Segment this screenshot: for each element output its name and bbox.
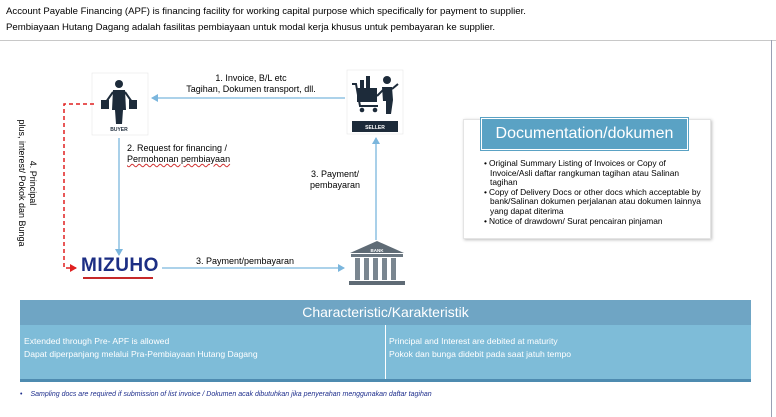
step1-line-indonesian: Tagihan, Dokumen transport, dll.	[186, 84, 316, 94]
characteristic-left-panel: Extended through Pre- APF is allowed Dap…	[20, 325, 385, 379]
characteristic-right-line-indonesian: Pokok dan bunga didebit pada saat jatuh …	[389, 348, 572, 359]
footnote-bullet: •	[20, 391, 23, 398]
step2-line-english: 2. Request for financing /	[127, 143, 228, 153]
arrow-principal-buyer-to-mizuho	[63, 103, 94, 272]
documentation-item: Notice of drawdown/ Surat pencairan pinj…	[482, 216, 704, 227]
header-line-indonesian: Pembiayaan Hutang Dagang adalah fasilita…	[6, 22, 496, 33]
seller-icon: SELLER	[346, 69, 404, 135]
slide-frame-edge	[771, 40, 772, 417]
seller-label: SELLER	[365, 125, 385, 131]
footnote-text: Sampling docs are required if submission…	[30, 391, 432, 398]
characteristic-left-line-indonesian: Dapat diperpanjang melalui Pra-Pembiayaa…	[24, 348, 258, 359]
bank-icon: BANK	[349, 241, 405, 285]
documentation-title: Documentation/dokumen	[481, 118, 688, 150]
step4-line-indonesian: plus, interest/ Pokok dan Bunga	[17, 119, 27, 247]
documentation-item: Original Summary Listing of Invoices or …	[482, 158, 704, 188]
step4-line-english: 4. Principal	[28, 160, 38, 206]
buyer-icon: BUYER	[91, 72, 149, 136]
mizuho-logo-underline	[83, 277, 153, 279]
header-line-english: Account Payable Financing (APF) is finan…	[6, 6, 526, 17]
step3-vertical-line-english: 3. Payment/	[310, 169, 360, 179]
step2-label: 2. Request for financing / Permohonan pe…	[127, 143, 230, 165]
step4-label: 4. Principal plus, interest/ Pokok dan B…	[16, 118, 38, 278]
characteristic-divider	[385, 325, 386, 379]
characteristic-title: Characteristic/Karakteristik	[20, 300, 751, 325]
characteristic-left-line-english: Extended through Pre- APF is allowed	[24, 336, 170, 346]
characteristic-right-line-english: Principal and Interest are debited at ma…	[389, 336, 558, 346]
step1-label: 1. Invoice, B/L etc Tagihan, Dokumen tra…	[176, 73, 326, 95]
documentation-item: Copy of Delivery Docs or other docs whic…	[482, 187, 704, 217]
step3-vertical-line-indonesian: pembayaran	[309, 180, 361, 190]
step3-horizontal-label: 3. Payment/pembayaran	[196, 256, 295, 266]
characteristic-right-panel: Principal and Interest are debited at ma…	[386, 325, 751, 379]
flow-diagram: BUYER SELLER BANK	[63, 69, 405, 285]
buyer-label: BUYER	[110, 127, 128, 133]
bank-label: BANK	[371, 248, 385, 253]
step2-line-indonesian: Permohonan pembiayaan	[127, 154, 231, 164]
documentation-list: Original Summary Listing of Invoices or …	[482, 158, 704, 227]
step3-vertical-label: 3. Payment/ pembayaran	[300, 169, 370, 191]
step1-line-english: 1. Invoice, B/L etc	[215, 73, 287, 83]
footnote: • Sampling docs are required if submissio…	[20, 391, 432, 398]
mizuho-logo: MIZUHO	[81, 255, 159, 276]
description-header: Account Payable Financing (APF) is finan…	[0, 0, 776, 41]
characteristic-bottom-bar	[20, 379, 751, 382]
